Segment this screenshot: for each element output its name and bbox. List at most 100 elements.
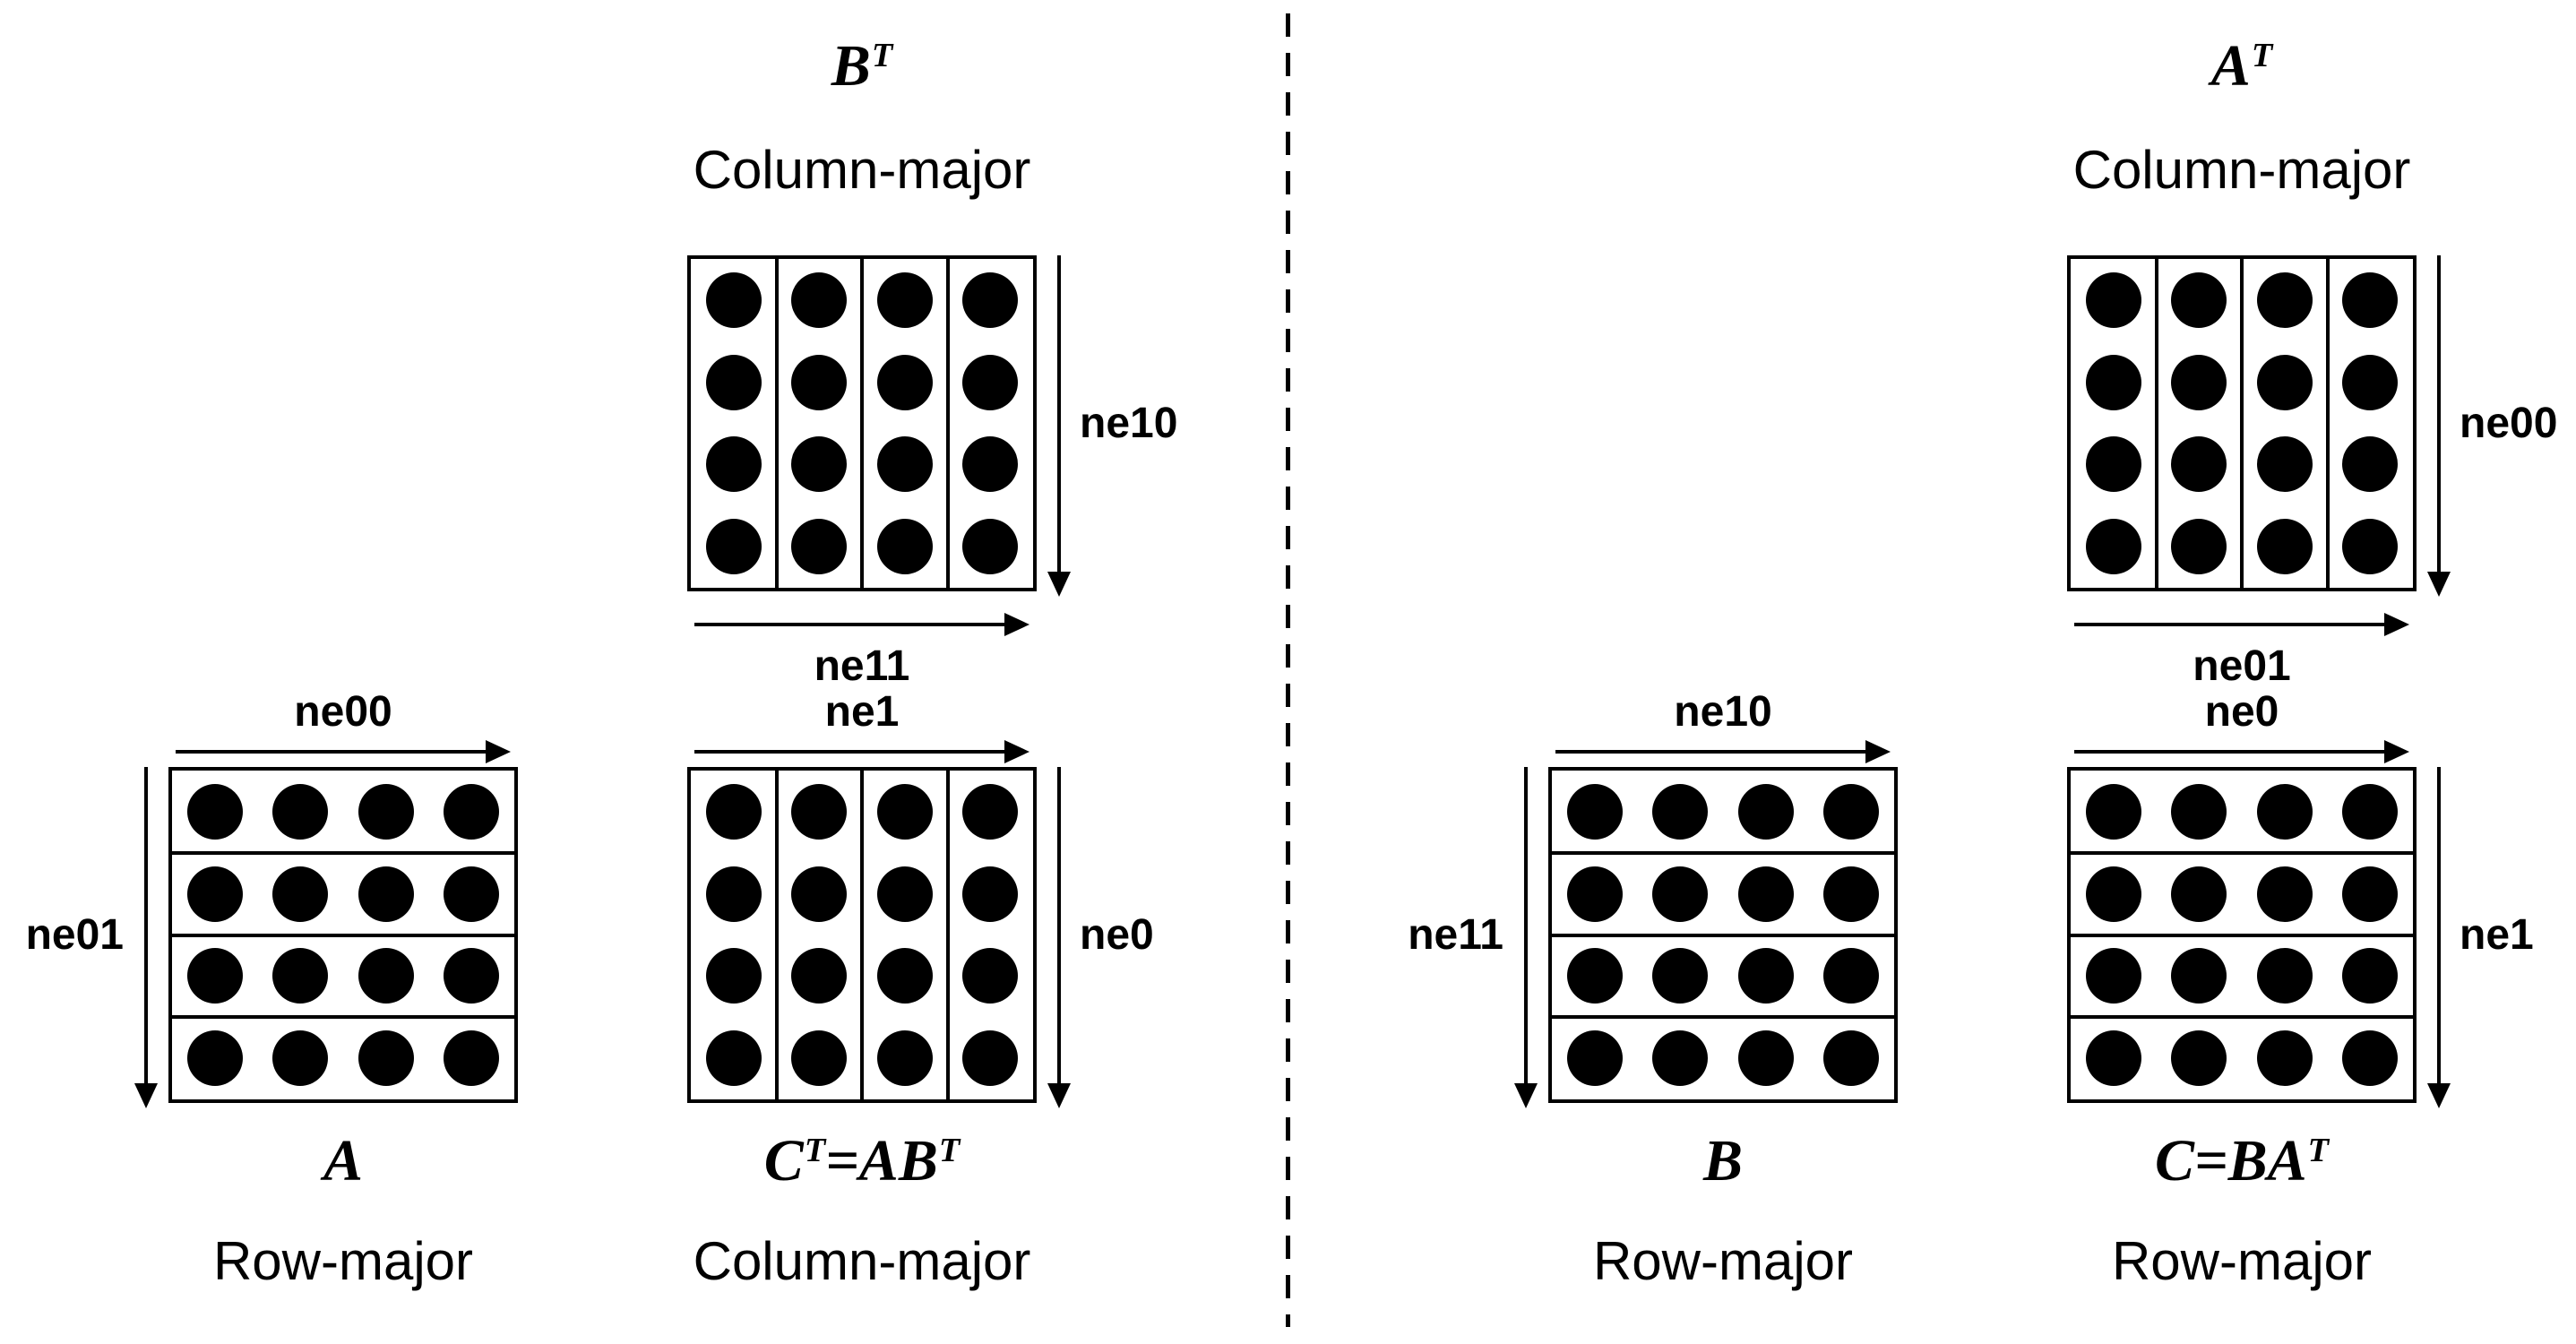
matrix-row-divider — [172, 933, 514, 937]
matrix-dot — [2256, 271, 2313, 328]
matrix-group-b: ne10 ne11 B Row-major — [1408, 688, 1898, 1291]
matrix-cell — [2157, 935, 2243, 1018]
matrix-dot — [186, 1030, 243, 1087]
matrix-dot — [962, 1030, 1019, 1087]
arrow-head-down-icon — [2427, 572, 2451, 597]
matrix-cell — [2157, 259, 2243, 341]
matrix-column-divider — [774, 771, 779, 1099]
matrix-cell — [2071, 935, 2157, 1018]
matrix-c-transpose — [687, 767, 1037, 1103]
matrix-a — [168, 767, 518, 1103]
arrow-head-down-icon — [1047, 1083, 1071, 1108]
matrix-name-c: C=BAT — [2154, 1128, 2330, 1193]
matrix-dot — [1737, 866, 1794, 922]
matrix-cell — [777, 853, 863, 935]
matrix-dot — [791, 866, 848, 922]
arrow-shaft — [176, 750, 486, 754]
matrix-dot — [962, 271, 1019, 328]
matrix-row-divider — [1552, 1015, 1894, 1020]
matrix-column-divider — [860, 771, 864, 1099]
matrix-cell — [2328, 424, 2414, 506]
matrix-dot — [444, 948, 500, 1004]
matrix-name-c-transpose: CT=ABT — [763, 1128, 961, 1193]
matrix-dot — [2171, 948, 2227, 1004]
matrix-cell — [2071, 259, 2157, 341]
matrix-dot — [791, 519, 848, 575]
matrix-cell — [1638, 935, 1724, 1018]
matrix-dot — [791, 948, 848, 1004]
matrix-cell — [2328, 771, 2414, 853]
matrix-dot — [1823, 866, 1880, 922]
matrix-column-divider — [945, 771, 950, 1099]
matrix-dot — [444, 783, 500, 840]
matrix-cell — [429, 1017, 515, 1099]
dim-label-ne00: ne00 — [294, 688, 392, 736]
arrow-head-right-icon — [2384, 740, 2409, 763]
matrix-cell — [2157, 341, 2243, 424]
matrix-cell — [2242, 341, 2328, 424]
matrix-dot — [358, 1030, 414, 1087]
matrix-column-divider — [2325, 259, 2330, 588]
matrix-dot — [1566, 948, 1623, 1004]
matrix-cell — [2071, 424, 2157, 506]
matrix-cell — [2242, 935, 2328, 1018]
matrix-name-a-transpose: AT — [2210, 33, 2273, 99]
matrix-cell — [691, 259, 777, 341]
matrix-cell — [948, 771, 1034, 853]
matrix-cell — [2157, 771, 2243, 853]
matrix-cell — [2242, 771, 2328, 853]
matrix-cell — [1552, 935, 1638, 1018]
matrix-group-a-transpose: AT Column-major ne00 ne01 — [2067, 33, 2557, 690]
matrix-cell — [258, 853, 344, 935]
arrow-shaft — [1524, 767, 1528, 1083]
matrix-dot-grid — [172, 771, 514, 1099]
matrix-dot-grid — [691, 771, 1033, 1099]
matrix-cell — [2157, 424, 2243, 506]
matrix-dot — [1566, 866, 1623, 922]
arrow-head-down-icon — [134, 1083, 158, 1108]
matrix-cell — [691, 935, 777, 1018]
matrix-dot — [705, 271, 762, 328]
matrix-dot — [791, 436, 848, 493]
matrix-cell — [691, 341, 777, 424]
matrix-cell — [172, 1017, 258, 1099]
arrow-head-down-icon — [1047, 572, 1071, 597]
matrix-cell — [2242, 1017, 2328, 1099]
layout-label-b: Row-major — [1592, 1231, 1854, 1291]
matrix-dot — [2085, 783, 2141, 840]
arrow-shaft — [2074, 623, 2384, 626]
matrix-cell — [862, 771, 948, 853]
matrix-dot-grid — [2071, 259, 2413, 588]
matrix-dot — [876, 519, 933, 575]
matrix-dot — [444, 1030, 500, 1087]
arrow-shaft — [694, 623, 1004, 626]
matrix-dot-grid — [691, 259, 1033, 588]
matrix-cell — [2071, 505, 2157, 588]
matrix-cell — [691, 853, 777, 935]
matrix-cell — [691, 424, 777, 506]
down-arrow — [134, 767, 158, 1108]
arrow-head-right-icon — [1004, 740, 1030, 763]
dim-label-ne1: ne1 — [824, 688, 900, 736]
arrow-head-right-icon — [1004, 613, 1030, 636]
arrow-shaft — [1057, 255, 1061, 572]
dim-label-ne0: ne0 — [2204, 688, 2279, 736]
matrix-cell — [2328, 853, 2414, 935]
matrix-dot — [1652, 1030, 1709, 1087]
matrix-cell — [2242, 853, 2328, 935]
matrix-cell — [1552, 771, 1638, 853]
matrix-cell — [691, 505, 777, 588]
matrix-dot — [2342, 948, 2399, 1004]
matrix-dot — [2256, 436, 2313, 493]
matrix-cell — [2328, 259, 2414, 341]
matrix-dot — [791, 783, 848, 840]
matrix-cell — [777, 1017, 863, 1099]
matrix-dot — [962, 354, 1019, 410]
matrix-cell — [777, 259, 863, 341]
dim-label-ne1: ne1 — [2460, 911, 2534, 959]
matrix-dot — [876, 354, 933, 410]
matrix-dot — [876, 1030, 933, 1087]
dim-label-ne11: ne11 — [814, 642, 910, 690]
matrix-dot — [2085, 436, 2141, 493]
layout-label-c: Row-major — [2111, 1231, 2373, 1291]
